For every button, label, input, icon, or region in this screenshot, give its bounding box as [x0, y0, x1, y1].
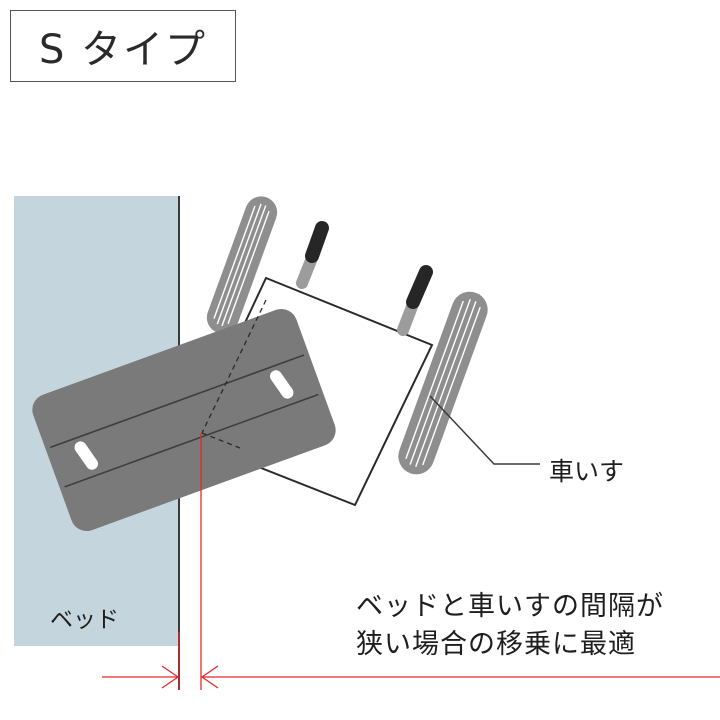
title-box: S タイプ [10, 10, 236, 82]
transfer-board [32, 308, 336, 532]
board-grip-slot-left [74, 441, 99, 470]
title-text: S タイプ [38, 27, 208, 73]
wheel-rear-left [206, 196, 278, 334]
dimension-arrow-left [161, 665, 180, 689]
board-grip-slot-right [269, 370, 294, 399]
caption-line-2: 狭い場合の移乗に最適 [356, 629, 636, 660]
handle-right [397, 265, 433, 336]
wheelchair-label: 車いす [549, 457, 625, 486]
wheel-right [398, 291, 488, 475]
dimension-arrow-right [200, 665, 219, 689]
seat-hidden-edge-2 [201, 432, 241, 449]
caption-line-1: ベッドと車いすの間隔が [356, 591, 664, 622]
handle-left [296, 221, 329, 289]
wheelchair-leader-line [429, 395, 540, 465]
caption: ベッドと車いすの間隔が 狭い場合の移乗に最適 [356, 588, 664, 664]
bed-label: ベッド [50, 607, 119, 633]
seat-hidden-edge [201, 299, 267, 434]
